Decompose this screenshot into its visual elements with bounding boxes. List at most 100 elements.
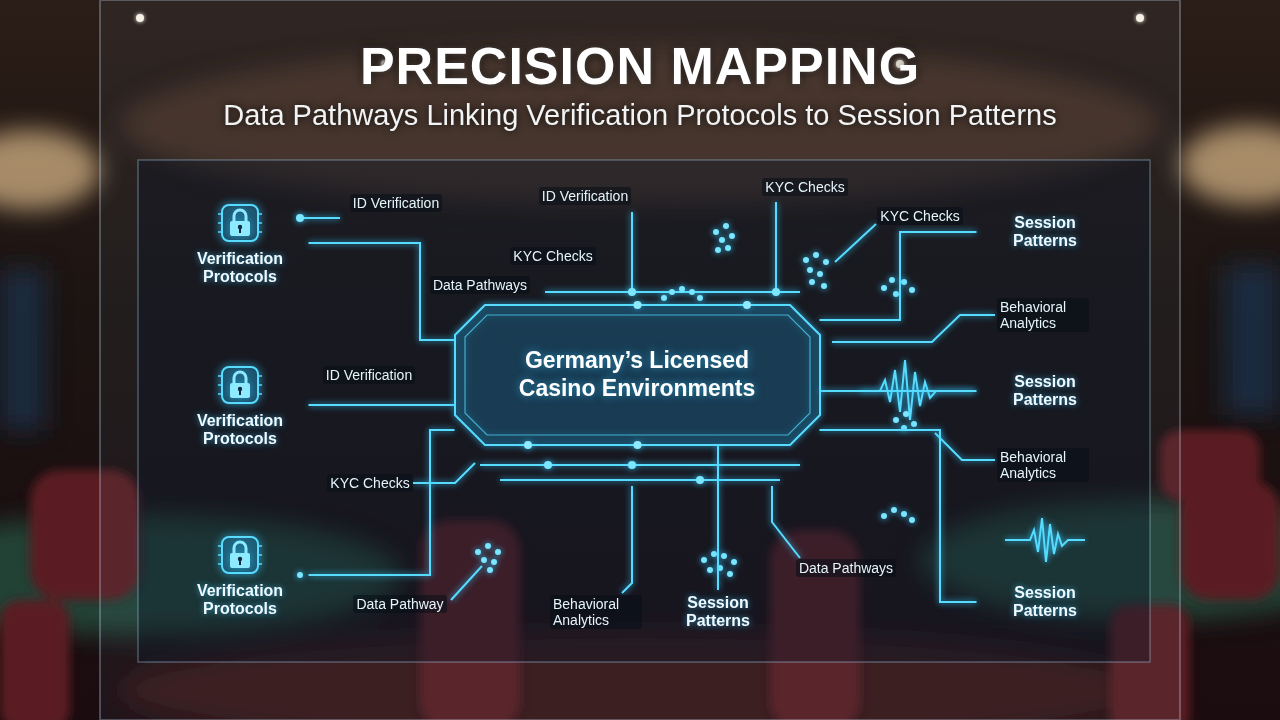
trace-dots <box>723 223 729 229</box>
trace-dots <box>689 289 695 295</box>
pathway-label: KYC Checks <box>510 247 595 265</box>
trace-lines <box>480 464 800 466</box>
trace-dots <box>881 513 887 519</box>
lock-part <box>222 205 258 241</box>
lock-part <box>218 546 262 564</box>
trace-dots <box>296 214 304 222</box>
trace-dots <box>881 285 887 291</box>
trace-dots <box>911 421 917 427</box>
node-label: Verification Protocols <box>178 582 303 618</box>
data-pathway-connector <box>309 430 455 575</box>
pathway-label: Data Pathway <box>353 595 446 613</box>
trace-lines <box>300 217 340 219</box>
trace-dots <box>707 567 713 573</box>
node-label: Verification Protocols <box>178 412 303 448</box>
trace-dots <box>772 288 780 296</box>
trace-dots <box>903 411 909 417</box>
trace-dots <box>909 287 915 293</box>
trace-dots <box>715 247 721 253</box>
trace-dots <box>731 559 737 565</box>
pathway-label: KYC Checks <box>327 474 412 492</box>
room-blur <box>0 130 100 210</box>
lock-part <box>230 221 250 236</box>
octagon-dot <box>633 441 641 449</box>
octagon-inner-border <box>465 315 810 435</box>
node-label: Verification Protocols <box>178 250 303 286</box>
trace-dots <box>889 277 895 283</box>
lock-part <box>234 372 246 383</box>
trace-dots <box>893 291 899 297</box>
lock-icon <box>217 362 263 408</box>
room-blur <box>1180 125 1280 205</box>
node-label: Germany’s Licensed Casino Environments <box>517 347 757 402</box>
octagon-dot <box>633 301 641 309</box>
octagon-dot <box>743 301 751 309</box>
room-blur <box>0 270 45 430</box>
trace-dots <box>669 289 675 295</box>
trace-dots <box>893 417 899 423</box>
data-pathway-connector <box>309 404 455 406</box>
trace-lines <box>413 463 475 483</box>
lock-part <box>218 376 262 394</box>
pathway-label: Behavioral Analytics <box>997 298 1089 332</box>
trace-dots <box>721 553 727 559</box>
trace-lines <box>631 212 633 292</box>
trace-dots <box>296 214 917 578</box>
trace-dots <box>628 288 636 296</box>
trace-dots <box>475 549 481 555</box>
node-label: Session Patterns <box>656 594 781 630</box>
trace-dots <box>901 279 907 285</box>
protocol-node: Verification Protocols <box>172 196 309 290</box>
chairs <box>0 600 70 720</box>
pathway-label: Data Pathways <box>430 276 530 294</box>
trace-dots <box>628 461 636 469</box>
trace-dots <box>817 271 823 277</box>
trace-lines <box>1005 518 1085 562</box>
trace-dots <box>696 476 704 484</box>
data-pathway-connector <box>820 232 977 320</box>
pathway-label: ID Verification <box>350 194 442 212</box>
trace-lines <box>772 486 800 558</box>
trace-dots <box>727 571 733 577</box>
session-node: Session Patterns <box>650 590 787 634</box>
session-node: Session Patterns <box>977 580 1114 624</box>
trace-lines <box>622 486 632 593</box>
pathway-label: ID Verification <box>323 366 415 384</box>
trace-dots <box>901 511 907 517</box>
trace-dots <box>697 295 703 301</box>
trace-dots <box>711 551 717 557</box>
session-node: Session Patterns <box>977 369 1114 413</box>
data-pathway-connector <box>717 445 719 590</box>
trace-dots <box>803 257 809 263</box>
node-label: Session Patterns <box>983 214 1108 250</box>
lock-part <box>230 553 250 568</box>
trace-dots <box>713 229 719 235</box>
octagon-dot <box>524 441 532 449</box>
trace-dots <box>297 572 303 578</box>
lock-icon <box>217 200 263 246</box>
trace-lines <box>500 479 780 481</box>
trace-dots <box>909 517 915 523</box>
lock-part <box>222 367 258 403</box>
lock-part <box>230 383 250 398</box>
diagram-subtitle: Data Pathways Linking Verification Proto… <box>0 99 1280 132</box>
trace-lines <box>451 566 482 600</box>
trace-lines <box>835 224 876 262</box>
pathway-label: KYC Checks <box>877 207 962 225</box>
data-pathway-connector <box>820 390 977 392</box>
trace-dots <box>487 567 493 573</box>
trace-dots <box>821 283 827 289</box>
trace-dots <box>481 557 487 563</box>
lock-part <box>239 390 241 395</box>
protocol-node: Verification Protocols <box>172 358 309 452</box>
trace-dots <box>729 233 735 239</box>
trace-dots <box>719 237 725 243</box>
heading: PRECISION MAPPING Data Pathways Linking V… <box>0 38 1280 133</box>
glass-inner-panel <box>138 160 1150 662</box>
trace-dots <box>807 267 813 273</box>
pathway-label: KYC Checks <box>762 178 847 196</box>
diagram-title: PRECISION MAPPING <box>0 38 1280 95</box>
trace-lines <box>300 202 1085 600</box>
session-node: Session Patterns <box>977 210 1114 254</box>
